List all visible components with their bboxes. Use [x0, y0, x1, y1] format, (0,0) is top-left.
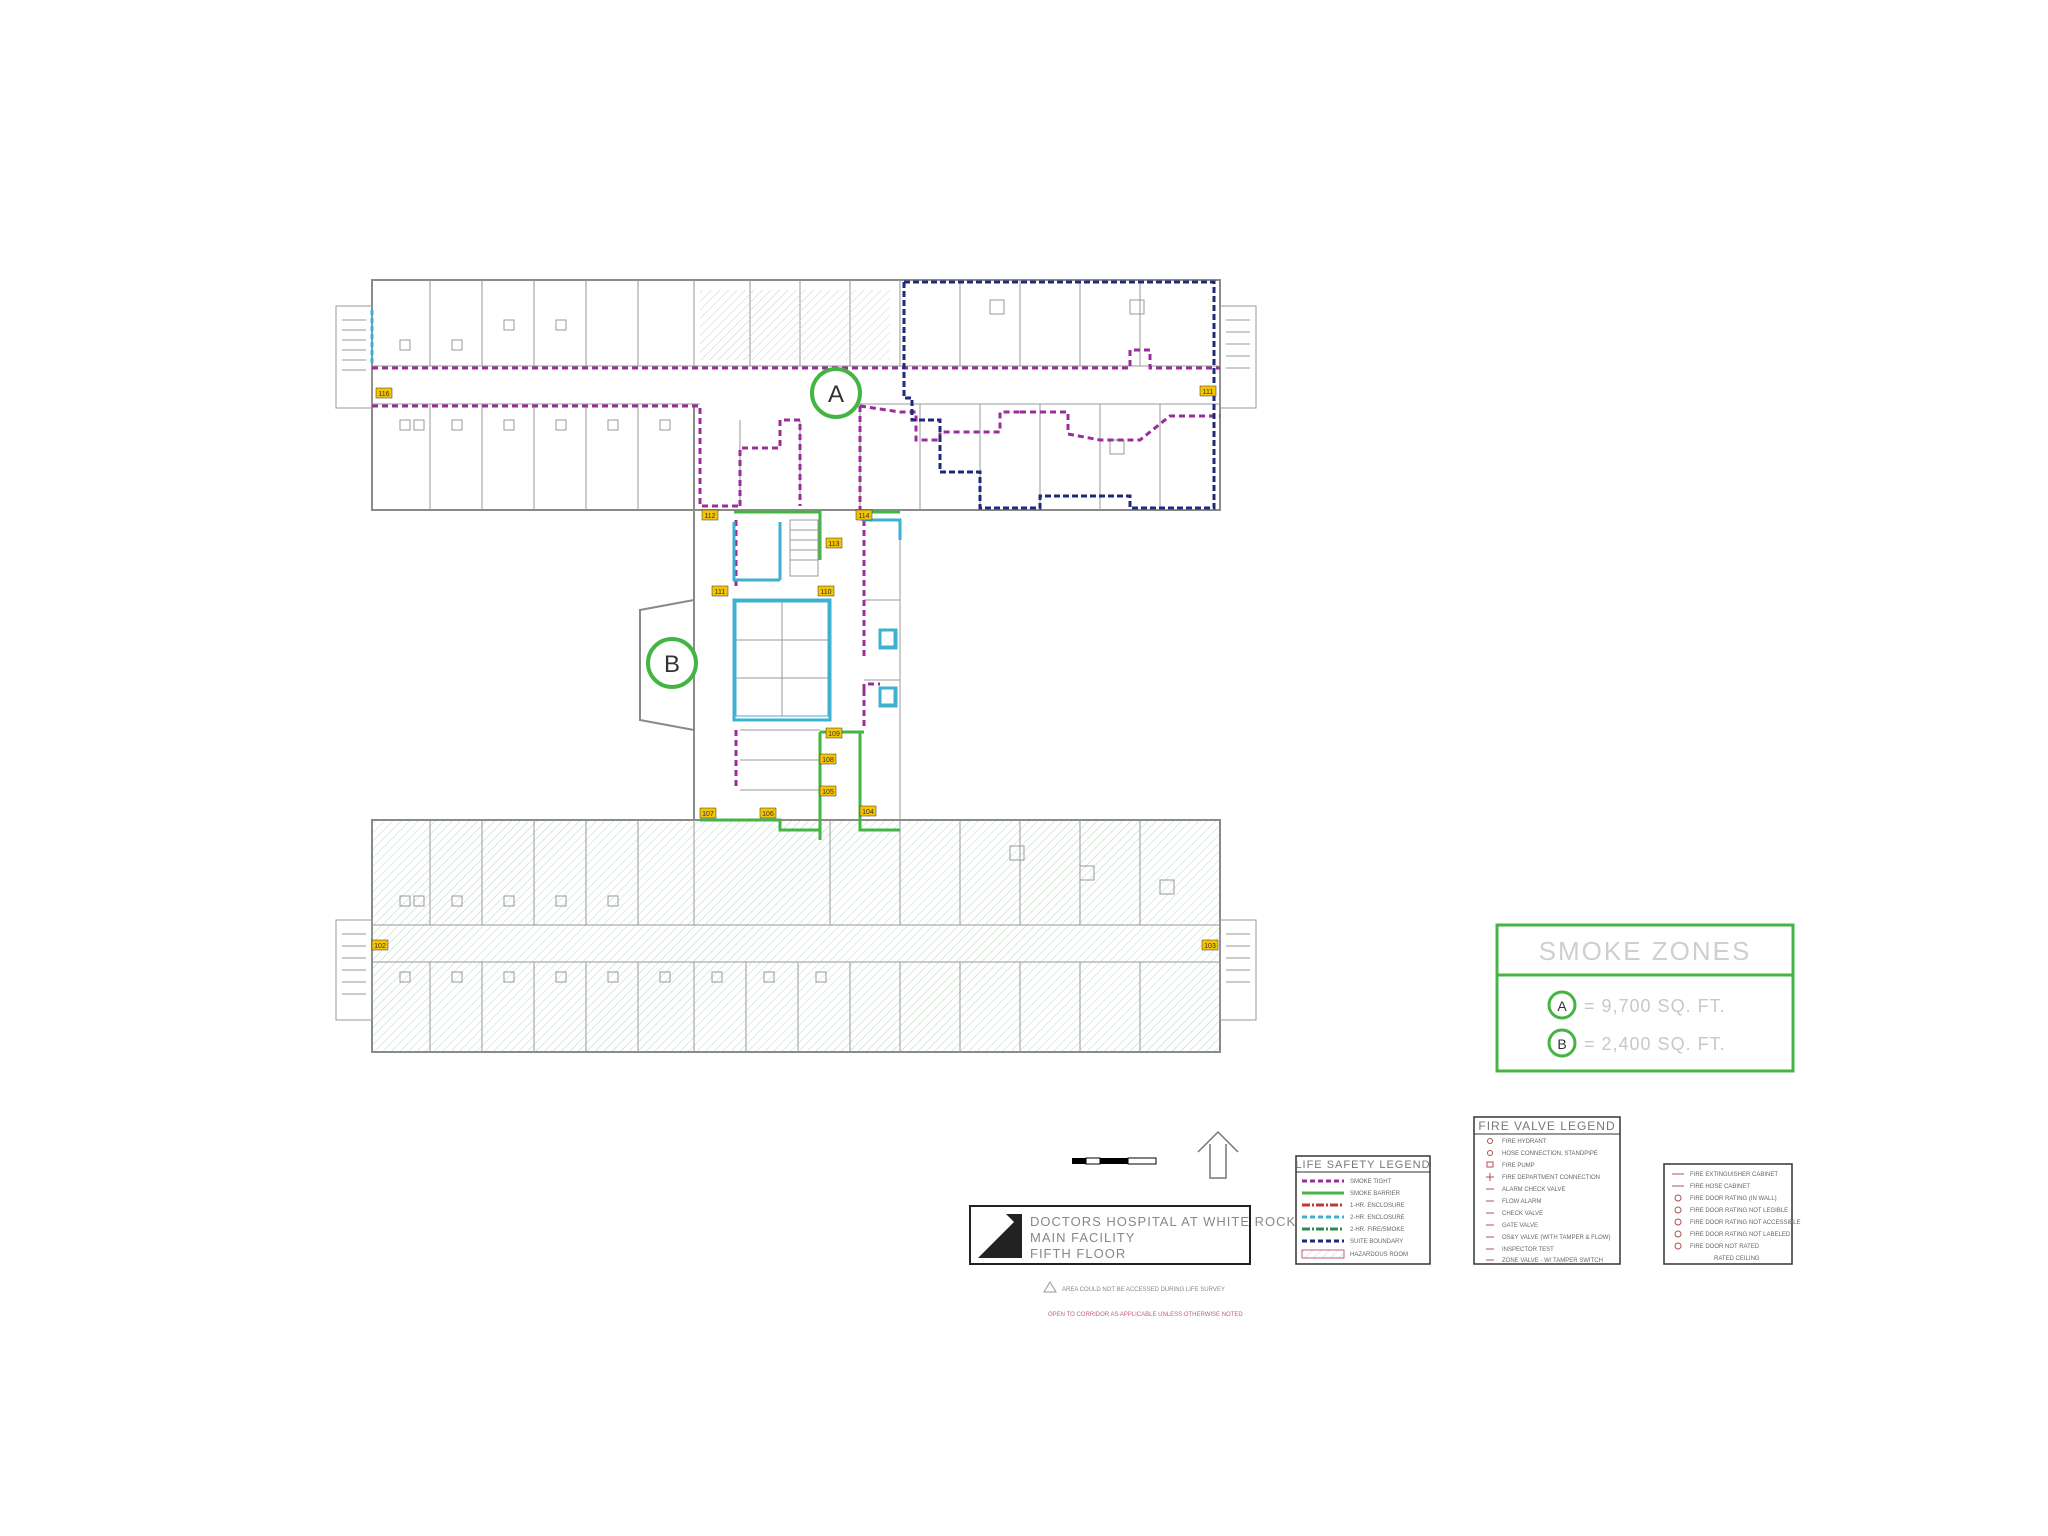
- title-block: DOCTORS HOSPITAL AT WHITE ROCK LAKE MAIN…: [969, 1205, 1338, 1265]
- svg-text:RATED CEILING: RATED CEILING: [1714, 1256, 1760, 1262]
- svg-text:B: B: [1557, 1036, 1566, 1052]
- door-tag-111-core: 111: [711, 585, 729, 597]
- title-line-1: DOCTORS HOSPITAL AT WHITE ROCK LAKE: [1030, 1214, 1338, 1229]
- door-tag-109: 109: [825, 727, 843, 739]
- svg-text:OS&Y VALVE (WITH TAMPER & FLOW: OS&Y VALVE (WITH TAMPER & FLOW): [1502, 1235, 1610, 1241]
- svg-text:FIRE DEPARTMENT CONNECTION: FIRE DEPARTMENT CONNECTION: [1502, 1175, 1600, 1181]
- suite-boundary: [902, 280, 1216, 510]
- fire-valve-legend: FIRE VALVE LEGEND FIRE HYDRANT HOSE CONN…: [1473, 1116, 1621, 1265]
- svg-text:108: 108: [822, 757, 834, 764]
- svg-text:GATE VALVE: GATE VALVE: [1502, 1223, 1538, 1229]
- svg-text:FIRE DOOR RATING (IN WALL): FIRE DOOR RATING (IN WALL): [1690, 1196, 1777, 1202]
- zone-a-area: = 9,700 SQ. FT.: [1584, 996, 1726, 1016]
- door-tag-110: 110: [817, 585, 835, 597]
- svg-text:109: 109: [828, 731, 840, 738]
- zone-marker-b: B: [646, 637, 698, 689]
- svg-text:104: 104: [862, 809, 874, 816]
- svg-text:107: 107: [702, 811, 714, 818]
- svg-text:FLOW ALARM: FLOW ALARM: [1502, 1199, 1541, 1205]
- svg-text:112: 112: [704, 513, 715, 520]
- legend-1hr-enclosure: 1-HR. ENCLOSURE: [1302, 1203, 1405, 1209]
- svg-text:FIRE DOOR RATING NOT ACCESSIBL: FIRE DOOR RATING NOT ACCESSIBLE: [1690, 1220, 1800, 1226]
- svg-text:FIRE HOSE CABINET: FIRE HOSE CABINET: [1690, 1184, 1750, 1190]
- svg-text:111: 111: [1203, 389, 1214, 396]
- door-tag-114: 114: [855, 509, 873, 521]
- svg-text:FIRE PUMP: FIRE PUMP: [1502, 1163, 1535, 1169]
- svg-text:HOSE CONNECTION, STANDPIPE: HOSE CONNECTION, STANDPIPE: [1502, 1151, 1598, 1157]
- equipment-legend: FIRE EXTINGUISHER CABINET FIRE HOSE CABI…: [1663, 1163, 1800, 1265]
- svg-text:111: 111: [715, 589, 726, 596]
- svg-text:102: 102: [374, 943, 386, 950]
- svg-text:2-HR. FIRE/SMOKE: 2-HR. FIRE/SMOKE: [1350, 1227, 1404, 1233]
- svg-text:SUITE BOUNDARY: SUITE BOUNDARY: [1350, 1239, 1403, 1245]
- door-tag-112: 112: [701, 509, 719, 521]
- svg-text:HAZARDOUS ROOM: HAZARDOUS ROOM: [1350, 1252, 1408, 1258]
- svg-text:SMOKE BARRIER: SMOKE BARRIER: [1350, 1191, 1401, 1197]
- legend-smoke-barrier: SMOKE BARRIER: [1302, 1191, 1401, 1197]
- legend-hazardous-room: HAZARDOUS ROOM: [1301, 1249, 1408, 1259]
- svg-text:A: A: [828, 381, 844, 408]
- smoke-zones-box: SMOKE ZONES A = 9,700 SQ. FT. B = 2,400 …: [1495, 923, 1795, 1073]
- title-line-3: FIFTH FLOOR: [1030, 1246, 1126, 1261]
- smoke-zones-title: SMOKE ZONES: [1539, 936, 1752, 966]
- title-line-2: MAIN FACILITY: [1030, 1230, 1135, 1245]
- svg-text:114: 114: [858, 513, 869, 520]
- door-tag-116: 116: [375, 387, 393, 399]
- north-arrow-icon: [1197, 1130, 1239, 1179]
- note-open-corridor: OPEN TO CORRIDOR AS APPLICABLE UNLESS OT…: [1048, 1312, 1243, 1318]
- door-tag-104: 104: [859, 805, 877, 817]
- legend-suite-boundary: SUITE BOUNDARY: [1302, 1239, 1403, 1245]
- svg-text:FIRE DOOR RATING NOT LEGIBLE: FIRE DOOR RATING NOT LEGIBLE: [1690, 1208, 1788, 1214]
- scale-bar: [1072, 1157, 1157, 1165]
- svg-text:116: 116: [378, 391, 389, 398]
- svg-text:ALARM CHECK VALVE: ALARM CHECK VALVE: [1502, 1187, 1565, 1193]
- svg-text:FIRE HYDRANT: FIRE HYDRANT: [1502, 1139, 1547, 1145]
- door-tag-113: 113: [825, 537, 843, 549]
- svg-text:A: A: [1557, 998, 1567, 1014]
- legend-2hr-fire-smoke: 2-HR. FIRE/SMOKE: [1302, 1227, 1404, 1233]
- door-tag-105: 105: [819, 785, 837, 797]
- svg-text:105: 105: [822, 789, 834, 796]
- zone-b-area: = 2,400 SQ. FT.: [1584, 1034, 1726, 1054]
- smoke-barrier: [700, 510, 900, 840]
- svg-text:FIRE EXTINGUISHER CABINET: FIRE EXTINGUISHER CABINET: [1690, 1172, 1778, 1178]
- svg-text:CHECK VALVE: CHECK VALVE: [1502, 1211, 1543, 1217]
- legend-smoke-tight: SMOKE TIGHT: [1302, 1179, 1392, 1185]
- notes: AREA COULD NOT BE ACCESSED DURING LIFE S…: [1043, 1281, 1243, 1318]
- svg-text:2-HR. ENCLOSURE: 2-HR. ENCLOSURE: [1350, 1215, 1405, 1221]
- svg-text:1-HR. ENCLOSURE: 1-HR. ENCLOSURE: [1350, 1203, 1405, 1209]
- door-tag-107: 107: [699, 807, 717, 819]
- life-safety-legend-title: LIFE SAFETY LEGEND: [1295, 1159, 1430, 1171]
- fire-valve-legend-title: FIRE VALVE LEGEND: [1478, 1119, 1615, 1133]
- svg-text:B: B: [664, 651, 680, 678]
- smoke-tight-boundary: [372, 348, 1220, 790]
- door-tag-106: 106: [759, 807, 777, 819]
- svg-text:INSPECTOR TEST: INSPECTOR TEST: [1502, 1247, 1554, 1253]
- legend-2hr-enclosure: 2-HR. ENCLOSURE: [1302, 1215, 1405, 1221]
- svg-text:103: 103: [1204, 943, 1216, 950]
- door-tag-111: 111: [1199, 385, 1217, 397]
- svg-text:106: 106: [762, 811, 774, 818]
- lower-wing: [335, 819, 1257, 1053]
- door-tag-103: 103: [1201, 939, 1219, 951]
- zone-marker-a: A: [810, 367, 862, 419]
- svg-text:FIRE DOOR RATING NOT LABELED: FIRE DOOR RATING NOT LABELED: [1690, 1232, 1791, 1238]
- svg-text:113: 113: [828, 541, 839, 548]
- life-safety-legend: LIFE SAFETY LEGEND SMOKE TIGHT SMOKE BAR…: [1295, 1155, 1431, 1265]
- door-tag-102: 102: [371, 939, 389, 951]
- svg-text:SMOKE TIGHT: SMOKE TIGHT: [1350, 1179, 1392, 1185]
- svg-text:ZONE VALVE - W/ TAMPER SWITCH: ZONE VALVE - W/ TAMPER SWITCH: [1502, 1258, 1603, 1264]
- two-hr-enclosure: [370, 310, 902, 722]
- svg-text:FIRE DOOR NOT RATED: FIRE DOOR NOT RATED: [1690, 1244, 1760, 1250]
- note-not-accessed: AREA COULD NOT BE ACCESSED DURING LIFE S…: [1062, 1287, 1225, 1293]
- svg-text:110: 110: [820, 589, 831, 596]
- door-tag-108: 108: [819, 753, 837, 765]
